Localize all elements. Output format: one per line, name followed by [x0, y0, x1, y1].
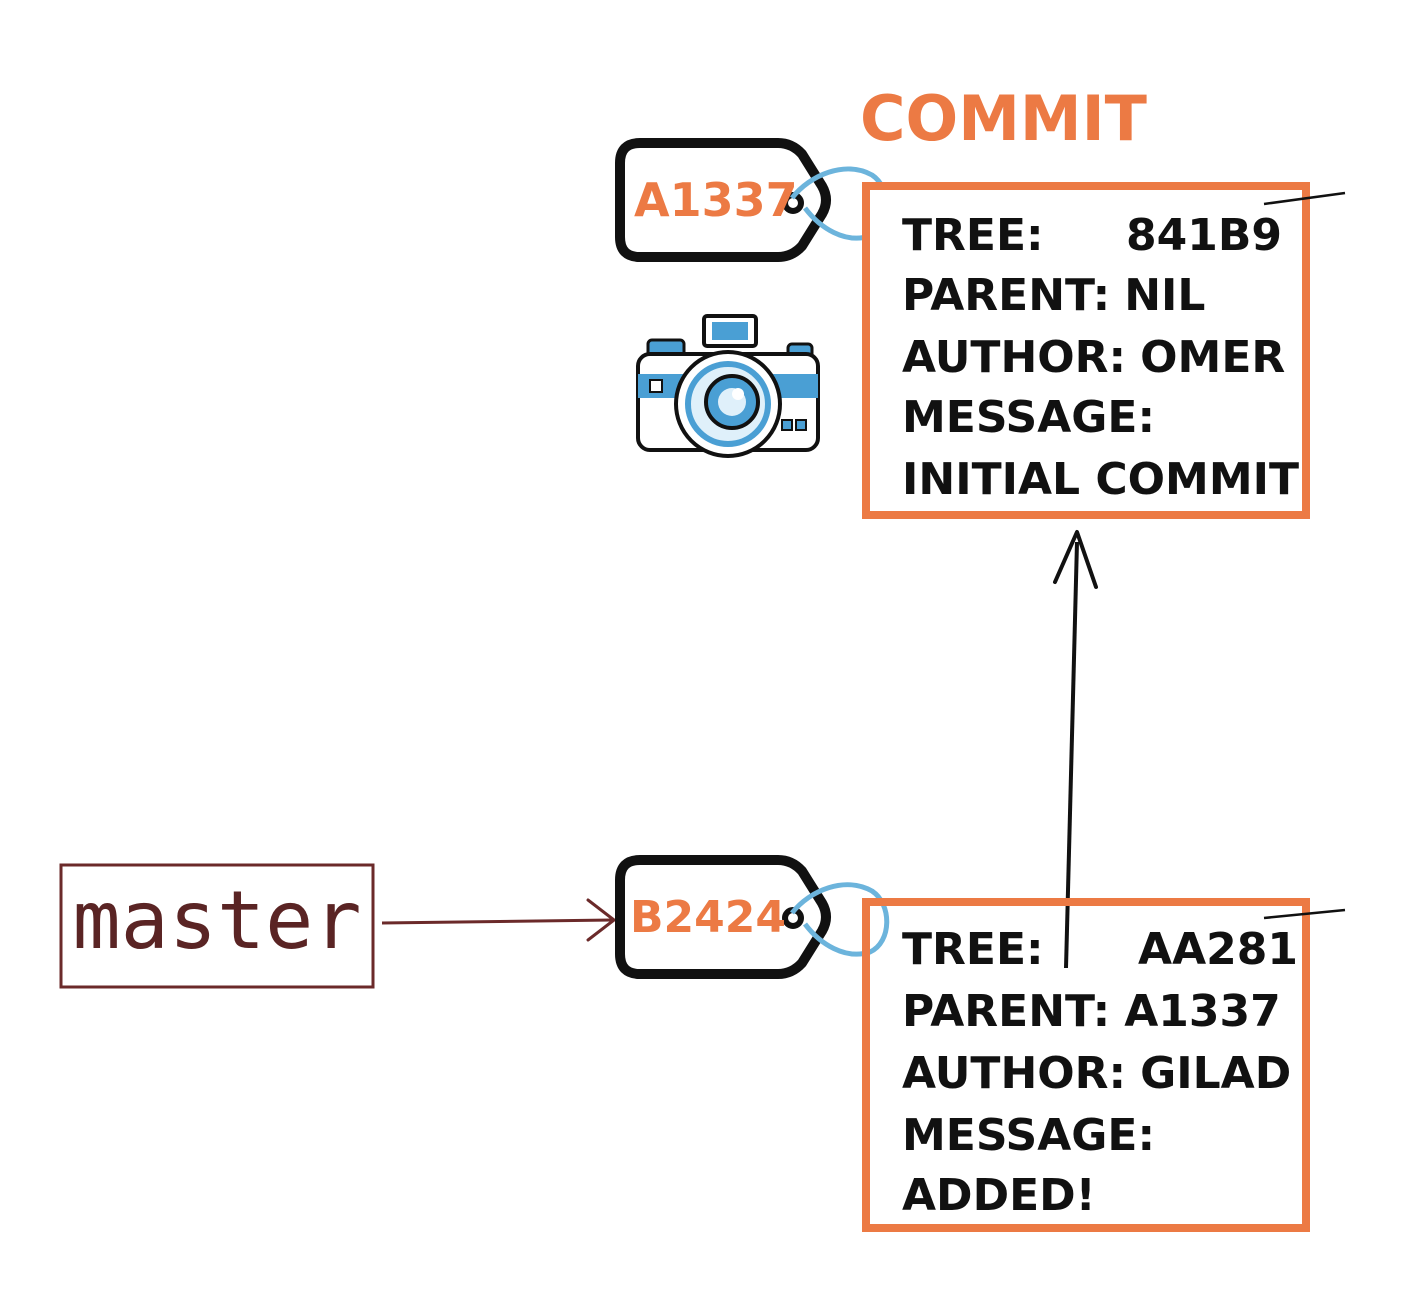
branch-master: master [59, 863, 375, 989]
author-label: AUTHOR: [902, 332, 1126, 383]
branch-name: master [73, 874, 362, 967]
tree-label: TREE: [902, 210, 1044, 261]
tag-shape [615, 138, 831, 262]
author-line: AUTHOR: OMER [902, 332, 1285, 383]
parent-line: PARENT: NIL [902, 270, 1205, 321]
commit-heading: COMMIT [860, 82, 1147, 155]
commit-tag-b2424: B2424 [615, 855, 831, 979]
tree-pointer-line [1263, 908, 1346, 920]
parent-label: PARENT: [902, 986, 1110, 1037]
tree-label: TREE: [902, 924, 1044, 975]
parent-value: NIL [1124, 270, 1205, 321]
commit-tag-label: A1337 [634, 173, 798, 227]
commit-box-border [862, 182, 1310, 519]
author-value: GILAD [1140, 1048, 1291, 1099]
message-label: MESSAGE: [902, 392, 1155, 443]
commit-tag-a1337: A1337 [615, 138, 831, 262]
author-value: OMER [1140, 332, 1285, 383]
tree-hash: 841B9 [1126, 210, 1282, 261]
tree-pointer-line [1263, 191, 1346, 206]
message-label: MESSAGE: [902, 1110, 1155, 1161]
branch-box [59, 863, 375, 989]
message-text: INITIAL COMMIT [902, 454, 1299, 505]
parent-arrow [1053, 530, 1098, 969]
commit-box-b2424: TREE: AA281 PARENT: A1337 AUTHOR: GILAD ME… [862, 898, 1310, 1232]
commit-tag-label: B2424 [630, 892, 786, 943]
parent-line: PARENT: A1337 [902, 986, 1281, 1037]
branch-arrow [381, 898, 616, 942]
author-label: AUTHOR: [902, 1048, 1126, 1099]
tree-hash: AA281 [1138, 924, 1298, 975]
camera-icon [636, 314, 820, 458]
commit-box-a1337: TREE: 841B9 PARENT: NIL AUTHOR: OMER MESSA… [862, 182, 1310, 519]
commit-box-border [862, 898, 1310, 1232]
message-text: ADDED! [902, 1170, 1096, 1221]
parent-label: PARENT: [902, 270, 1110, 321]
tag-shape [615, 855, 831, 979]
parent-value: A1337 [1124, 986, 1281, 1037]
tag-string [790, 882, 890, 957]
author-line: AUTHOR: GILAD [902, 1048, 1291, 1099]
